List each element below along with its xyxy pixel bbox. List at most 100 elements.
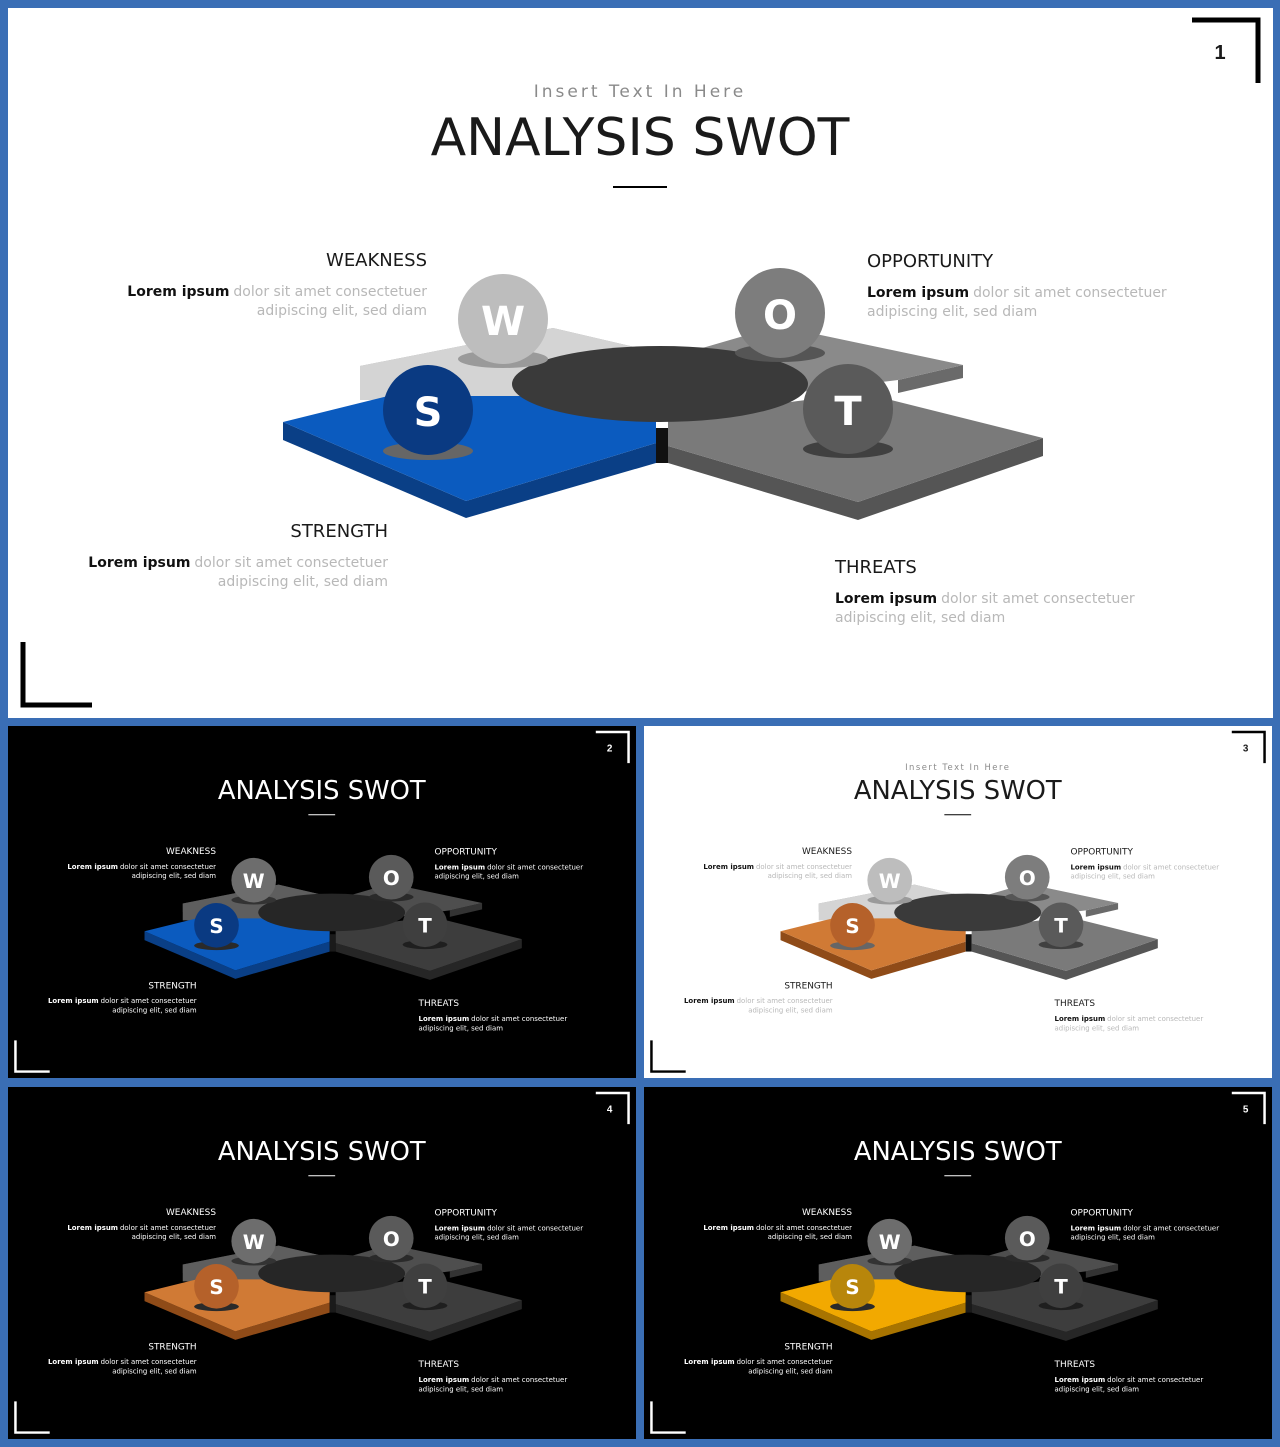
opportunity-bold: Lorem ipsum bbox=[1070, 863, 1121, 871]
opportunity-letter: O bbox=[383, 1228, 400, 1251]
strength-letter: S bbox=[845, 915, 859, 938]
strength-ball: S bbox=[383, 365, 473, 460]
slide-5: 5 ANALYSIS SWOT W O bbox=[644, 1087, 1272, 1439]
slide-canvas: 5 ANALYSIS SWOT W O bbox=[644, 1087, 1272, 1439]
threats-ball: T bbox=[1038, 1263, 1084, 1311]
plate-gap bbox=[965, 1295, 972, 1313]
weakness-line2: adipiscing elit, sed diam bbox=[132, 872, 217, 880]
weakness-line1: dolor sit amet consectetuer bbox=[756, 863, 852, 871]
corner-bracket-bottom-left bbox=[20, 642, 92, 708]
opportunity-letter: O bbox=[383, 867, 400, 890]
corner-bracket-bottom-left bbox=[14, 1040, 50, 1073]
weakness-bold: Lorem ipsum bbox=[67, 1224, 118, 1232]
page-title: ANALYSIS SWOT bbox=[854, 776, 1062, 806]
corner-bracket-bottom-left bbox=[650, 1401, 686, 1434]
slide-2: 2 ANALYSIS SWOT W O bbox=[8, 726, 636, 1078]
corner-bracket-top-right bbox=[595, 1091, 630, 1125]
weakness-line2: adipiscing elit, sed diam bbox=[768, 1233, 853, 1241]
threats-letter: T bbox=[1054, 1276, 1068, 1299]
weakness-heading: WEAKNESS bbox=[166, 1208, 216, 1218]
strength-line1: dolor sit amet consectetuer bbox=[737, 997, 833, 1005]
strength-line2: adipiscing elit, sed diam bbox=[112, 1007, 197, 1015]
opportunity-line1: dolor sit amet consectetuer bbox=[487, 1224, 583, 1232]
weakness-line2: adipiscing elit, sed diam bbox=[257, 303, 427, 319]
weakness-line1: dolor sit amet consectetuer bbox=[120, 863, 216, 871]
opportunity-line2: adipiscing elit, sed diam bbox=[1070, 1234, 1155, 1242]
strength-ball: S bbox=[194, 902, 239, 951]
plate-gap bbox=[965, 934, 972, 952]
strength-line1: dolor sit amet consectetuer bbox=[101, 1358, 197, 1366]
strength-line2: adipiscing elit, sed diam bbox=[748, 1007, 833, 1015]
slide-canvas: 3 Insert Text In Here ANALYSIS SWOT W bbox=[644, 726, 1272, 1078]
weakness-ball: W bbox=[231, 1218, 277, 1266]
opportunity-ball: O bbox=[368, 854, 414, 902]
center-oval bbox=[258, 893, 406, 932]
strength-letter: S bbox=[209, 915, 223, 938]
opportunity-bold: Lorem ipsum bbox=[1070, 1224, 1121, 1232]
strength-line2: adipiscing elit, sed diam bbox=[748, 1368, 833, 1376]
slide-number: 2 bbox=[607, 743, 613, 754]
strength-ball: S bbox=[830, 902, 875, 951]
weakness-bold: Lorem ipsum bbox=[703, 1224, 754, 1232]
threats-bold: Lorem ipsum bbox=[419, 1015, 470, 1023]
subtitle: Insert Text In Here bbox=[534, 82, 746, 102]
strength-letter: S bbox=[845, 1276, 859, 1299]
slide-number: 4 bbox=[607, 1104, 613, 1115]
threats-bold: Lorem ipsum bbox=[1055, 1015, 1106, 1023]
threats-letter: T bbox=[834, 389, 862, 435]
threats-line1: dolor sit amet consectetuer bbox=[471, 1015, 567, 1023]
center-oval bbox=[512, 346, 808, 422]
weakness-letter: W bbox=[481, 299, 525, 345]
strength-line1: dolor sit amet consectetuer bbox=[101, 997, 197, 1005]
strength-ball: S bbox=[194, 1263, 239, 1312]
opportunity-line1: dolor sit amet consectetuer bbox=[1123, 863, 1219, 871]
page-title: ANALYSIS SWOT bbox=[218, 1137, 426, 1167]
weakness-line2: adipiscing elit, sed diam bbox=[768, 872, 853, 880]
opportunity-line2: adipiscing elit, sed diam bbox=[867, 304, 1037, 320]
opportunity-heading: OPPORTUNITY bbox=[1070, 1208, 1133, 1218]
strength-heading: STRENGTH bbox=[784, 981, 832, 991]
opportunity-ball: O bbox=[368, 1215, 414, 1263]
threats-heading: THREATS bbox=[834, 557, 917, 578]
swot-diagram: W O S T bbox=[780, 1215, 1158, 1341]
threats-ball: T bbox=[402, 902, 448, 950]
weakness-line2: adipiscing elit, sed diam bbox=[132, 1233, 217, 1241]
opportunity-ball: O bbox=[735, 268, 825, 362]
swot-diagram: W O S T bbox=[780, 854, 1158, 980]
opportunity-heading: OPPORTUNITY bbox=[867, 251, 994, 272]
opportunity-bold: Lorem ipsum bbox=[434, 1224, 485, 1232]
slide-canvas: 1 Insert Text In Here ANALYSIS SWOT W bbox=[8, 8, 1273, 718]
threats-heading: THREATS bbox=[418, 1360, 460, 1370]
slide-canvas: 4 ANALYSIS SWOT W O bbox=[8, 1087, 636, 1439]
page-title: ANALYSIS SWOT bbox=[854, 1137, 1062, 1167]
strength-letter: S bbox=[414, 390, 443, 436]
opportunity-heading: OPPORTUNITY bbox=[434, 847, 497, 857]
opportunity-heading: OPPORTUNITY bbox=[1070, 847, 1133, 857]
plate-gap bbox=[656, 428, 668, 463]
weakness-line1: dolor sit amet consectetuer bbox=[756, 1224, 852, 1232]
weakness-bold: Lorem ipsum bbox=[67, 863, 118, 871]
threats-line2: adipiscing elit, sed diam bbox=[1055, 1385, 1140, 1393]
page-title: ANALYSIS SWOT bbox=[218, 776, 426, 806]
subtitle: Insert Text In Here bbox=[905, 762, 1010, 772]
